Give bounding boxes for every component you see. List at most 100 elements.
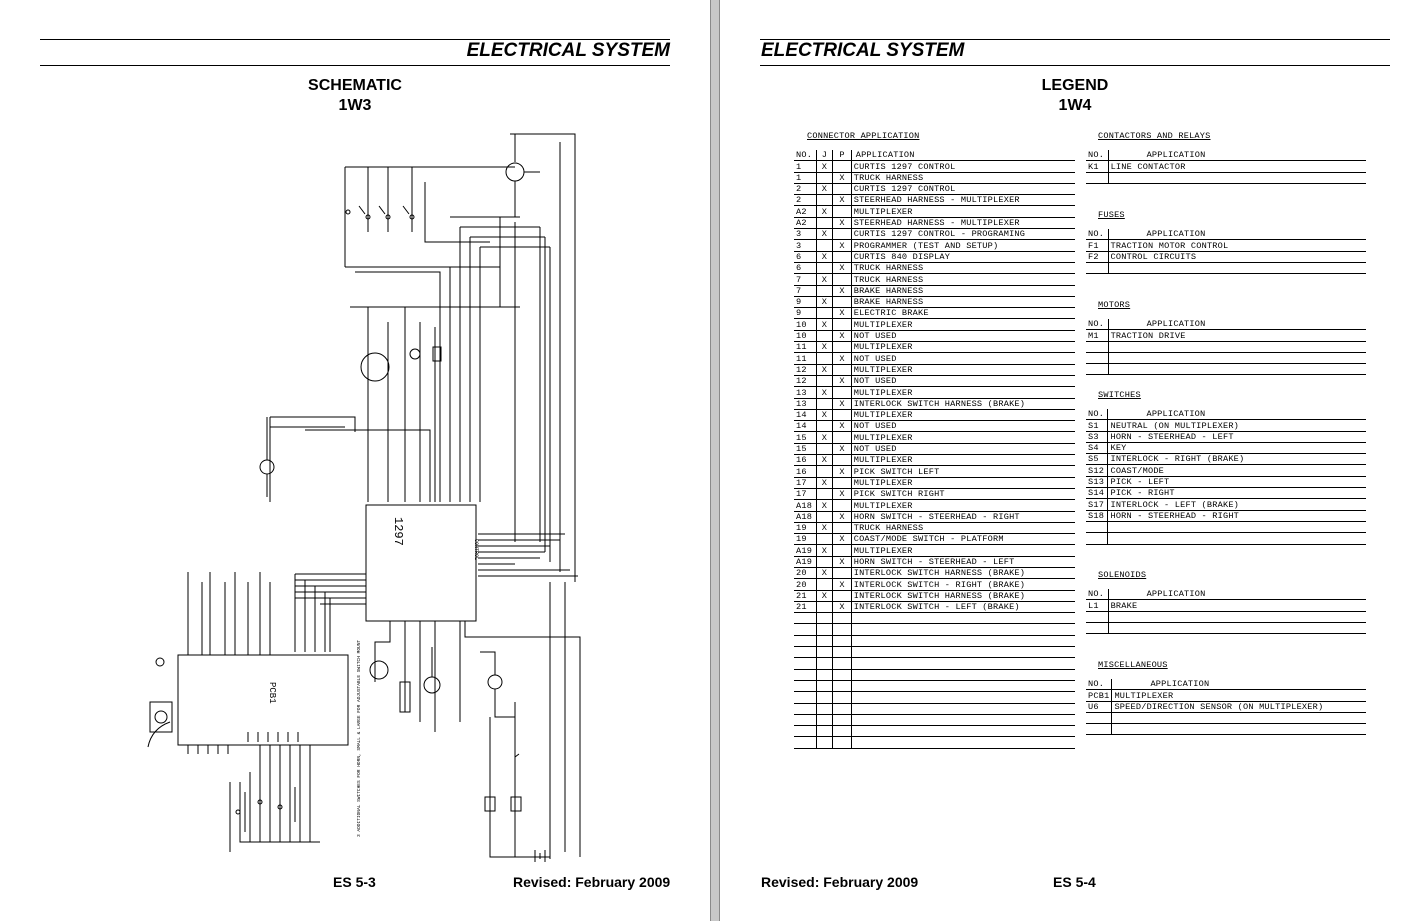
- footer-page-number: ES 5-4: [1053, 874, 1096, 890]
- table-row: [794, 612, 1075, 625]
- table-row-cell: [832, 567, 852, 580]
- table-row-cell: [832, 183, 852, 196]
- table-row: [794, 714, 1075, 727]
- table-row-cell: [794, 612, 817, 625]
- table-row-cell: K1: [1086, 160, 1109, 173]
- table-row-cell: 2: [794, 183, 817, 196]
- table-row-cell: [815, 420, 833, 433]
- table-row-cell: M1: [1086, 329, 1109, 342]
- table-row-cell: PICK SWITCH LEFT: [850, 465, 1075, 478]
- table-row-cell: [832, 318, 852, 331]
- table-row-cell: TRACTION DRIVE: [1107, 329, 1366, 342]
- table-row-cell: MULTIPLEXER: [850, 477, 1075, 489]
- table-row-cell: X: [832, 307, 852, 320]
- table-row-cell: NOT USED: [850, 420, 1075, 433]
- table-row-cell: 10: [794, 318, 817, 331]
- table-row-cell: BRAKE HARNESS: [850, 285, 1075, 297]
- table-row-cell: [794, 691, 817, 704]
- table-row-cell: INTERLOCK - RIGHT (BRAKE): [1107, 453, 1366, 466]
- table-row-cell: [832, 725, 852, 738]
- table-row-cell: X: [815, 205, 833, 218]
- table-row-cell: X: [832, 398, 852, 410]
- table-row-cell: [815, 714, 833, 727]
- table-row-cell: X: [832, 556, 852, 568]
- table-row-cell: [815, 375, 833, 388]
- table-row: [1086, 622, 1366, 635]
- table-row-cell: 7: [794, 285, 817, 297]
- table-row-cell: X: [815, 386, 833, 399]
- table-row-cell: MULTIPLEXER: [850, 409, 1075, 422]
- table-row-cell: [1086, 172, 1109, 184]
- table-row-cell: [1086, 622, 1109, 635]
- table-row-cell: X: [815, 454, 833, 467]
- table-header-row-cell: APPLICATION: [1111, 679, 1366, 691]
- table-row-cell: [832, 454, 852, 467]
- table-header-row-cell: NO.: [1086, 409, 1108, 421]
- right-page: ELECTRICAL SYSTEM LEGEND 1W4 CONNECTOR A…: [720, 0, 1428, 921]
- table-row-cell: [815, 533, 833, 546]
- table-row-cell: X: [815, 296, 833, 309]
- table-row-cell: CURTIS 1297 CONTROL: [850, 183, 1075, 196]
- table-row-cell: [1107, 262, 1366, 275]
- table-row-cell: [1086, 341, 1109, 353]
- table-row-cell: X: [815, 364, 833, 376]
- table-row-cell: U6: [1086, 701, 1112, 713]
- table-row-cell: [1086, 262, 1109, 275]
- table-header-row: NO.APPLICATION: [1086, 150, 1366, 162]
- table-row-cell: [832, 477, 852, 489]
- table-row-cell: [815, 285, 833, 297]
- table-row-cell: [832, 386, 852, 399]
- table-row-cell: HORN - STEERHEAD - RIGHT: [1107, 510, 1366, 522]
- table-row-cell: 3: [794, 228, 817, 241]
- table-row-cell: [832, 431, 852, 444]
- table-row-cell: X: [815, 522, 833, 535]
- table-row-cell: BRAKE: [1107, 599, 1366, 612]
- table-row-cell: A18: [794, 511, 817, 523]
- table-row-cell: [832, 341, 852, 354]
- table-row-cell: [1086, 723, 1112, 736]
- table-row-cell: 16: [794, 465, 817, 478]
- table-row-cell: X: [832, 194, 852, 207]
- table-row-cell: [794, 635, 817, 648]
- table-row-cell: [815, 465, 833, 478]
- header-rule-bottom: [760, 65, 1390, 66]
- table-row-cell: [815, 556, 833, 568]
- table-header-row-cell: NO.: [1086, 589, 1109, 601]
- table-header-row-cell: J: [815, 150, 833, 162]
- pcb-label: PCB1: [267, 682, 277, 704]
- table-row: [1086, 341, 1366, 353]
- table-row-cell: 13: [794, 398, 817, 410]
- table-row-cell: S18: [1086, 510, 1108, 522]
- table-row: [794, 635, 1075, 648]
- table-row: [1086, 611, 1366, 623]
- table-row-cell: TRACTION MOTOR CONTROL: [1107, 239, 1366, 252]
- table-row-cell: [1086, 532, 1108, 545]
- table-row: [1086, 521, 1366, 534]
- table-row-cell: 10: [794, 330, 817, 343]
- table-row-cell: X: [832, 172, 852, 184]
- table-row-cell: [1107, 532, 1366, 545]
- table-row-cell: [850, 635, 1075, 648]
- table-row-cell: MULTIPLEXER: [850, 454, 1075, 467]
- table-row-cell: 16: [794, 454, 817, 467]
- table-row-cell: PICK SWITCH RIGHT: [850, 488, 1075, 501]
- table-row-cell: 21: [794, 601, 817, 614]
- table-row: [1086, 532, 1366, 545]
- table-row-cell: [1107, 352, 1366, 365]
- table-header-row-cell: APPLICATION: [1107, 229, 1366, 241]
